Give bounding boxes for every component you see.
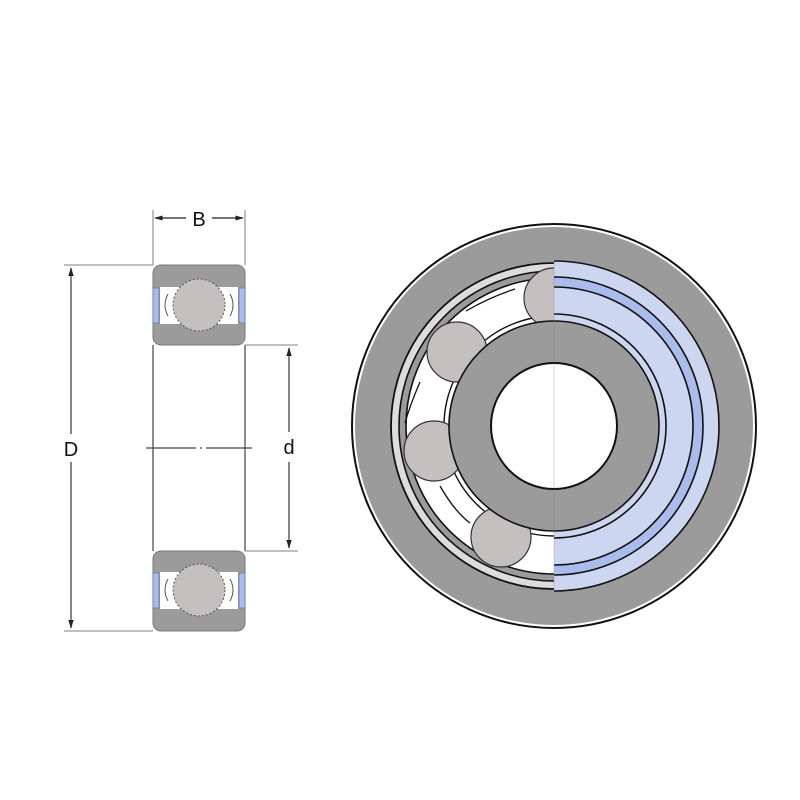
dimension-B: B [154, 209, 244, 231]
extension-lines [64, 210, 298, 632]
side-section-view: B D d [64, 209, 298, 632]
dimension-label-d: d [283, 437, 294, 459]
bottom-section [152, 550, 246, 632]
dimension-label-B: B [192, 209, 205, 231]
top-section [152, 264, 246, 346]
dimension-label-D: D [64, 439, 78, 461]
ball [172, 278, 226, 332]
front-view [351, 223, 757, 629]
dimension-d: d [283, 347, 295, 549]
ball [523, 267, 554, 329]
ball [172, 563, 226, 617]
dimension-D: D [64, 267, 78, 629]
